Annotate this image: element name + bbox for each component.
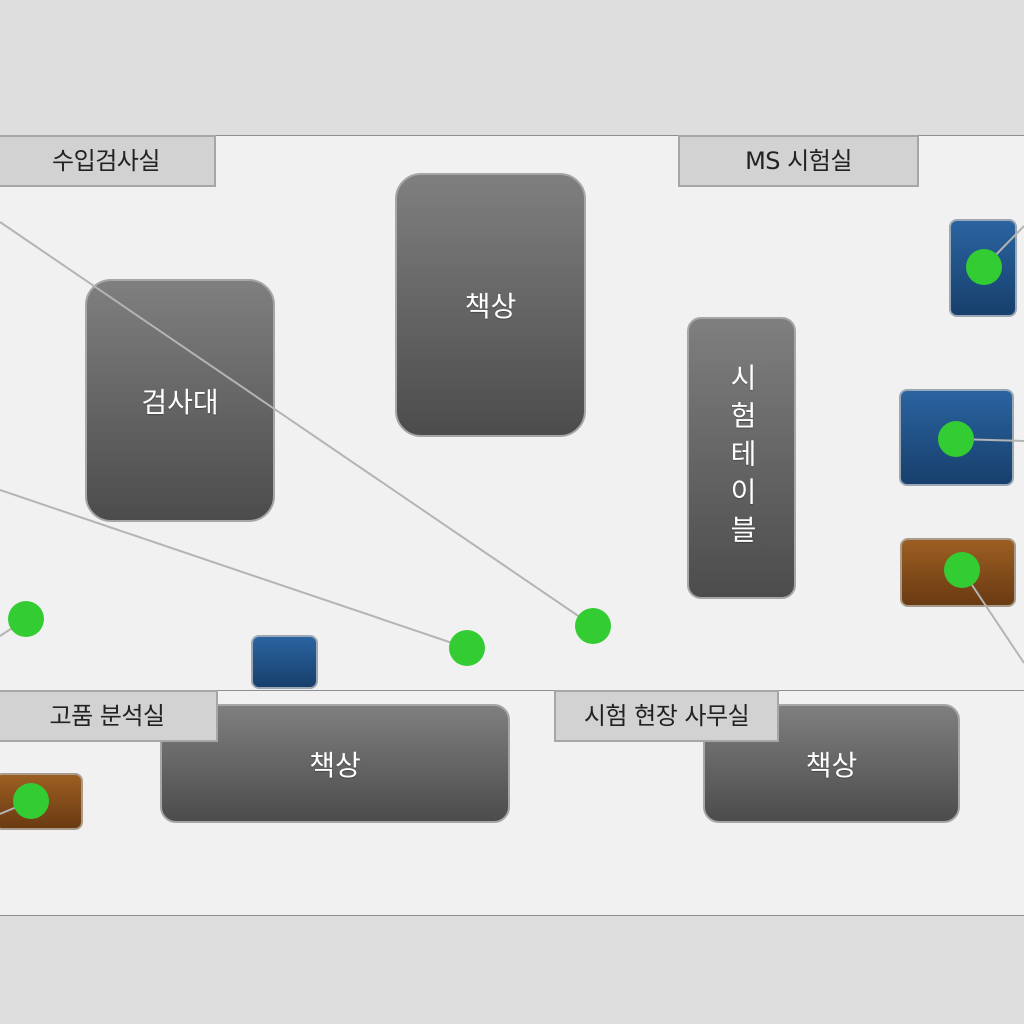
room-label-ms-test: MS 시험실: [678, 135, 919, 187]
sensor-dot[interactable]: [966, 249, 1002, 285]
sensor-link: [0, 489, 468, 649]
room-label-field-office: 시험 현장 사무실: [554, 690, 779, 742]
sensor-dot[interactable]: [575, 608, 611, 644]
desk-label: 책상: [464, 290, 517, 323]
desk-incoming-inspection[interactable]: 책상: [395, 173, 586, 437]
sensor-dot[interactable]: [13, 783, 49, 819]
room-label-waste-analysis: 고품 분석실: [0, 690, 218, 742]
sensor-link: [0, 221, 594, 627]
inspection-table[interactable]: 검사대: [85, 279, 275, 522]
sensor-dot[interactable]: [8, 601, 44, 637]
test-table[interactable]: 시험테이블: [687, 317, 796, 599]
sensor-dot[interactable]: [938, 421, 974, 457]
inspection-table-label: 검사대: [141, 385, 219, 419]
desk-label: 책상: [309, 748, 361, 782]
sensor-dot[interactable]: [449, 630, 485, 666]
sensor-dot[interactable]: [944, 552, 980, 588]
room-label-incoming-inspection: 수입검사실: [0, 135, 216, 187]
test-table-label: 시험테이블: [725, 363, 759, 553]
device-blue-small[interactable]: [251, 635, 318, 689]
sensor-link: [961, 569, 1024, 664]
desk-waste-analysis[interactable]: 책상: [160, 704, 510, 823]
desk-label: 책상: [805, 748, 858, 782]
